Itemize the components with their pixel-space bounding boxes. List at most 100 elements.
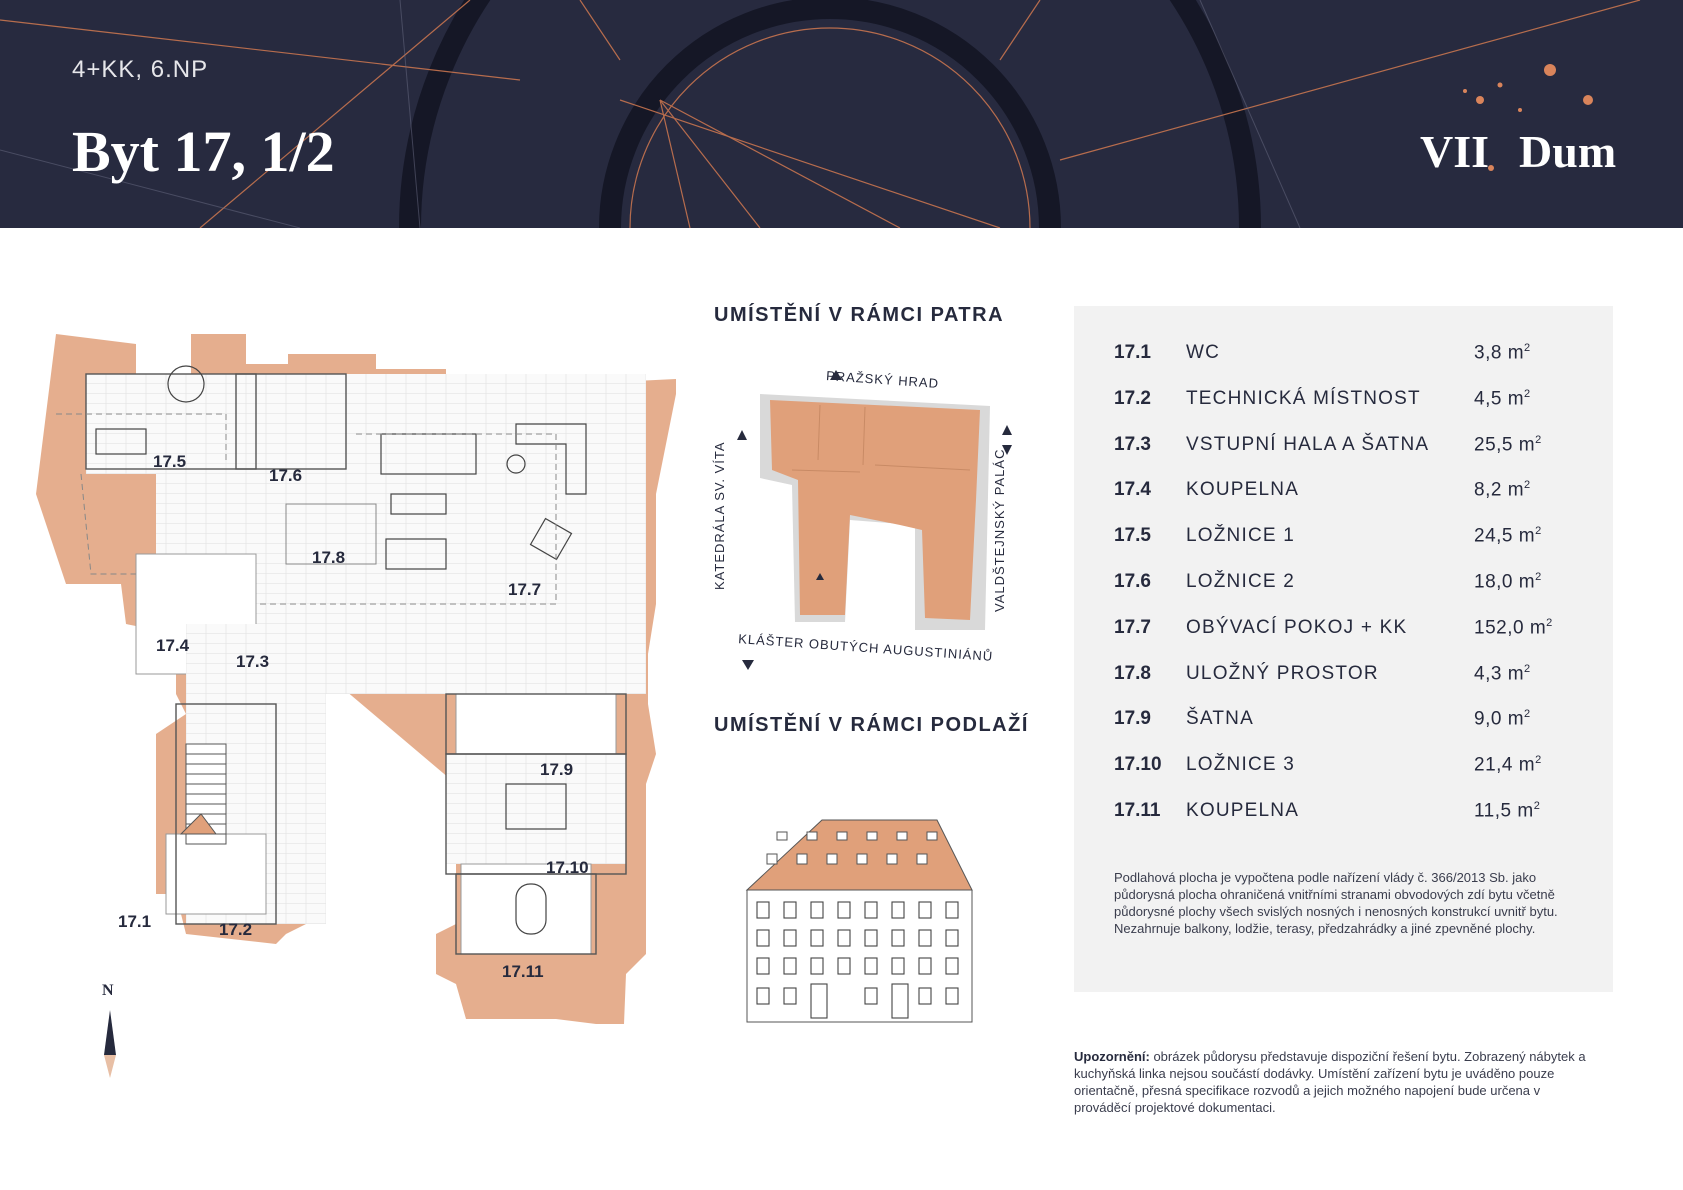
room-area-value: 8,2 m bbox=[1474, 479, 1525, 501]
table-row: 17.8 ULOŽNÝ PROSTOR 4,3 m2 bbox=[1114, 663, 1584, 709]
plan-label-17-5: 17.5 bbox=[153, 452, 187, 471]
room-area: 18,0 m2 bbox=[1474, 571, 1584, 593]
disclaimer-text: obrázek půdorysu představuje dispoziční … bbox=[1074, 1049, 1586, 1115]
table-row: 17.11 KOUPELNA 11,5 m2 bbox=[1114, 800, 1584, 846]
plan-label-17-2: 17.2 bbox=[219, 920, 253, 939]
room-name: ULOŽNÝ PROSTOR bbox=[1186, 662, 1379, 684]
room-area: 21,4 m2 bbox=[1474, 754, 1584, 776]
room-area: 152,0 m2 bbox=[1474, 617, 1584, 639]
north-label: N bbox=[102, 982, 114, 999]
plan-label-17-8: 17.8 bbox=[312, 548, 346, 567]
plan-label-17-10: 17.10 bbox=[546, 858, 589, 877]
room-area-value: 21,4 m bbox=[1474, 754, 1536, 776]
disclaimer-label: Upozornění: bbox=[1074, 1049, 1150, 1064]
apartment-title: Byt 17, 1/2 bbox=[72, 119, 335, 184]
room-id: 17.11 bbox=[1114, 799, 1161, 821]
floor-plan bbox=[36, 334, 676, 1024]
room-id: 17.3 bbox=[1114, 433, 1151, 455]
room-area: 11,5 m2 bbox=[1474, 800, 1584, 822]
room-id: 17.6 bbox=[1114, 570, 1151, 592]
area-unit: 2 bbox=[1524, 342, 1531, 354]
location-map bbox=[737, 370, 1012, 670]
area-unit: 2 bbox=[1535, 570, 1542, 583]
room-id: 17.5 bbox=[1114, 525, 1151, 547]
table-row: 17.5 LOŽNICE 1 24,5 m2 bbox=[1114, 525, 1584, 571]
room-name: TECHNICKÁ MÍSTNOST bbox=[1186, 387, 1421, 409]
logo-splash-icon bbox=[1463, 64, 1593, 112]
room-area-value: 3,8 m bbox=[1474, 342, 1525, 364]
room-name: VSTUPNÍ HALA A ŠATNA bbox=[1186, 433, 1430, 455]
logo-dot bbox=[1488, 165, 1494, 171]
room-id: 17.9 bbox=[1114, 708, 1151, 730]
building-elevation bbox=[745, 819, 973, 1023]
plan-label-17-4: 17.4 bbox=[156, 636, 190, 655]
room-area-value: 152,0 m bbox=[1474, 617, 1547, 639]
room-name: WC bbox=[1186, 342, 1221, 363]
plan-label-17-7: 17.7 bbox=[508, 580, 542, 599]
room-id: 17.2 bbox=[1114, 387, 1151, 409]
room-id: 17.4 bbox=[1114, 479, 1151, 501]
room-area-value: 18,0 m bbox=[1474, 571, 1536, 593]
area-unit: 2 bbox=[1535, 754, 1542, 767]
room-name: LOŽNICE 2 bbox=[1186, 570, 1295, 592]
room-area: 25,5 m2 bbox=[1474, 434, 1584, 456]
room-name: KOUPELNA bbox=[1186, 799, 1300, 821]
area-unit: 2 bbox=[1535, 433, 1542, 446]
area-calculation-note: Podlahová plocha je vypočtena podle naří… bbox=[1114, 870, 1558, 936]
north-arrow-icon bbox=[104, 1010, 116, 1078]
disclaimer: Upozornění: obrázek půdorysu představuje… bbox=[1074, 1048, 1594, 1116]
table-row: 17.2 TECHNICKÁ MÍSTNOST 4,5 m2 bbox=[1114, 388, 1584, 434]
room-area: 3,8 m2 bbox=[1474, 342, 1584, 364]
room-area-value: 24,5 m bbox=[1474, 525, 1536, 547]
plan-label-17-3: 17.3 bbox=[236, 652, 270, 671]
room-id: 17.1 bbox=[1114, 342, 1151, 363]
header-banner: 4+KK, 6.NP Byt 17, 1/2 VII Dum bbox=[0, 0, 1683, 228]
table-row: 17.1 WC 3,8 m2 bbox=[1114, 342, 1584, 388]
room-area-value: 11,5 m bbox=[1474, 800, 1534, 822]
area-unit: 2 bbox=[1533, 799, 1541, 812]
plan-label-17-11: 17.11 bbox=[502, 962, 544, 981]
room-id: 17.10 bbox=[1114, 754, 1162, 776]
plan-label-17-9: 17.9 bbox=[540, 760, 574, 779]
room-name: LOŽNICE 1 bbox=[1186, 525, 1295, 547]
area-unit: 2 bbox=[1546, 616, 1553, 629]
floor-location-heading: UMÍSTĚNÍ V RÁMCI PATRA bbox=[714, 304, 1005, 326]
room-name: ŠATNA bbox=[1186, 708, 1254, 730]
apartment-subtitle: 4+KK, 6.NP bbox=[72, 56, 209, 83]
room-name: OBÝVACÍ POKOJ + KK bbox=[1186, 616, 1408, 638]
room-area-value: 25,5 m bbox=[1474, 433, 1536, 455]
room-area: 8,2 m2 bbox=[1474, 479, 1584, 501]
room-area: 24,5 m2 bbox=[1474, 525, 1584, 547]
map-label-east: VALDŠTEJNSKÝ PALÁC bbox=[992, 448, 1007, 612]
area-unit: 2 bbox=[1524, 662, 1531, 675]
plan-label-17-1: 17.1 bbox=[118, 912, 152, 931]
area-unit: 2 bbox=[1524, 708, 1531, 721]
area-unit: 2 bbox=[1524, 387, 1531, 400]
room-area: 4,3 m2 bbox=[1474, 663, 1584, 685]
logo-text-right: Dum bbox=[1519, 126, 1617, 177]
room-id: 17.8 bbox=[1114, 662, 1151, 684]
map-label-west: KATEDRÁLA SV. VÍTA bbox=[712, 441, 727, 590]
area-unit: 2 bbox=[1524, 479, 1531, 492]
room-area-value: 9,0 m bbox=[1474, 708, 1525, 730]
room-name: LOŽNICE 3 bbox=[1186, 754, 1295, 776]
logo-text-left: VII bbox=[1420, 126, 1490, 177]
table-row: 17.3 VSTUPNÍ HALA A ŠATNA 25,5 m2 bbox=[1114, 434, 1584, 480]
decorative-lines bbox=[0, 0, 1641, 228]
table-row: 17.9 ŠATNA 9,0 m2 bbox=[1114, 708, 1584, 754]
table-row: 17.4 KOUPELNA 8,2 m2 bbox=[1114, 479, 1584, 525]
room-area-value: 4,3 m bbox=[1474, 662, 1525, 684]
room-area-value: 4,5 m bbox=[1474, 388, 1525, 410]
area-unit: 2 bbox=[1535, 525, 1542, 538]
table-row: 17.10 LOŽNICE 3 21,4 m2 bbox=[1114, 754, 1584, 800]
logo: VII Dum bbox=[1420, 125, 1616, 178]
level-location-heading: UMÍSTĚNÍ V RÁMCI PODLAŽÍ bbox=[714, 714, 1029, 736]
table-row: 17.6 LOŽNICE 2 18,0 m2 bbox=[1114, 571, 1584, 617]
room-name: KOUPELNA bbox=[1186, 479, 1300, 501]
plan-label-17-6: 17.6 bbox=[269, 466, 303, 485]
room-area: 9,0 m2 bbox=[1474, 708, 1584, 730]
room-area: 4,5 m2 bbox=[1474, 388, 1584, 410]
